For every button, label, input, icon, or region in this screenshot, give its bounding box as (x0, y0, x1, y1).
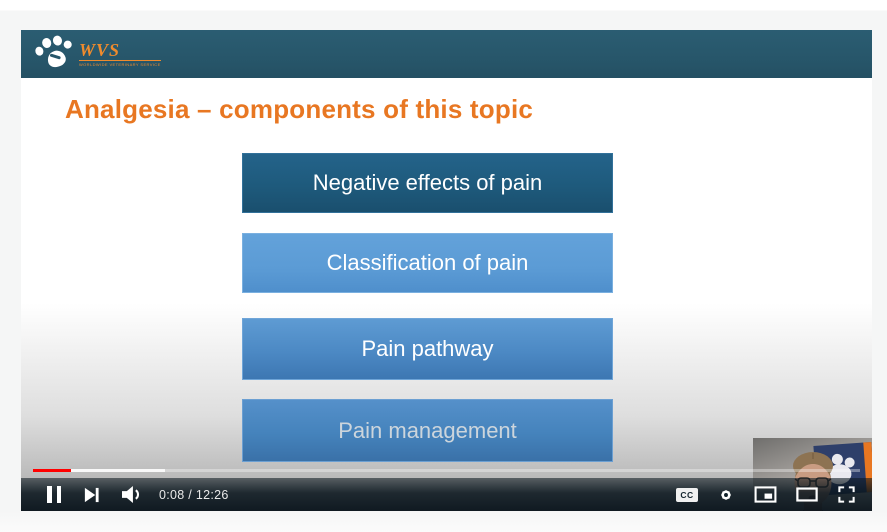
progress-buffered (33, 469, 165, 472)
settings-icon (721, 489, 731, 500)
theater-mode-icon (796, 487, 818, 502)
theater-mode-button[interactable] (796, 487, 818, 502)
topic-box-pain-pathway: Pain pathway (242, 318, 613, 380)
pause-button[interactable] (47, 486, 61, 503)
volume-button[interactable] (120, 485, 143, 504)
slide-title: Analgesia – components of this topic (65, 94, 534, 124)
logo-tagline: worldwide veterinary service (79, 60, 161, 67)
fullscreen-button[interactable] (837, 485, 856, 504)
progress-bar[interactable] (33, 469, 860, 472)
miniplayer-button[interactable] (754, 486, 777, 503)
subtitles-button[interactable]: CC (676, 487, 698, 502)
pause-icon (47, 486, 61, 503)
player-control-bar: 0:08 / 12:26 CC (21, 478, 872, 511)
slide-header-bar: WVS worldwide veterinary service (21, 30, 872, 78)
progress-played (33, 469, 71, 472)
topic-box-pain-management: Pain management (242, 399, 613, 462)
closed-captions-icon: CC (676, 487, 698, 502)
video-player-surface[interactable]: WVS worldwide veterinary service Analges… (21, 30, 872, 511)
volume-icon (122, 485, 140, 504)
next-icon (84, 487, 99, 502)
logo-text: WVS (79, 40, 121, 60)
miniplayer-icon (754, 486, 777, 503)
time-display: 0:08 / 12:26 (159, 487, 229, 502)
slide-body: Analgesia – components of this topic Neg… (21, 78, 872, 511)
topic-box-classification: Classification of pain (242, 233, 613, 293)
fullscreen-icon (838, 486, 855, 503)
settings-button[interactable] (717, 486, 735, 504)
topic-box-negative-effects: Negative effects of pain (242, 153, 613, 213)
wvs-logo: WVS worldwide veterinary service (34, 34, 161, 73)
next-video-button[interactable] (83, 486, 100, 504)
paw-icon (32, 30, 78, 77)
